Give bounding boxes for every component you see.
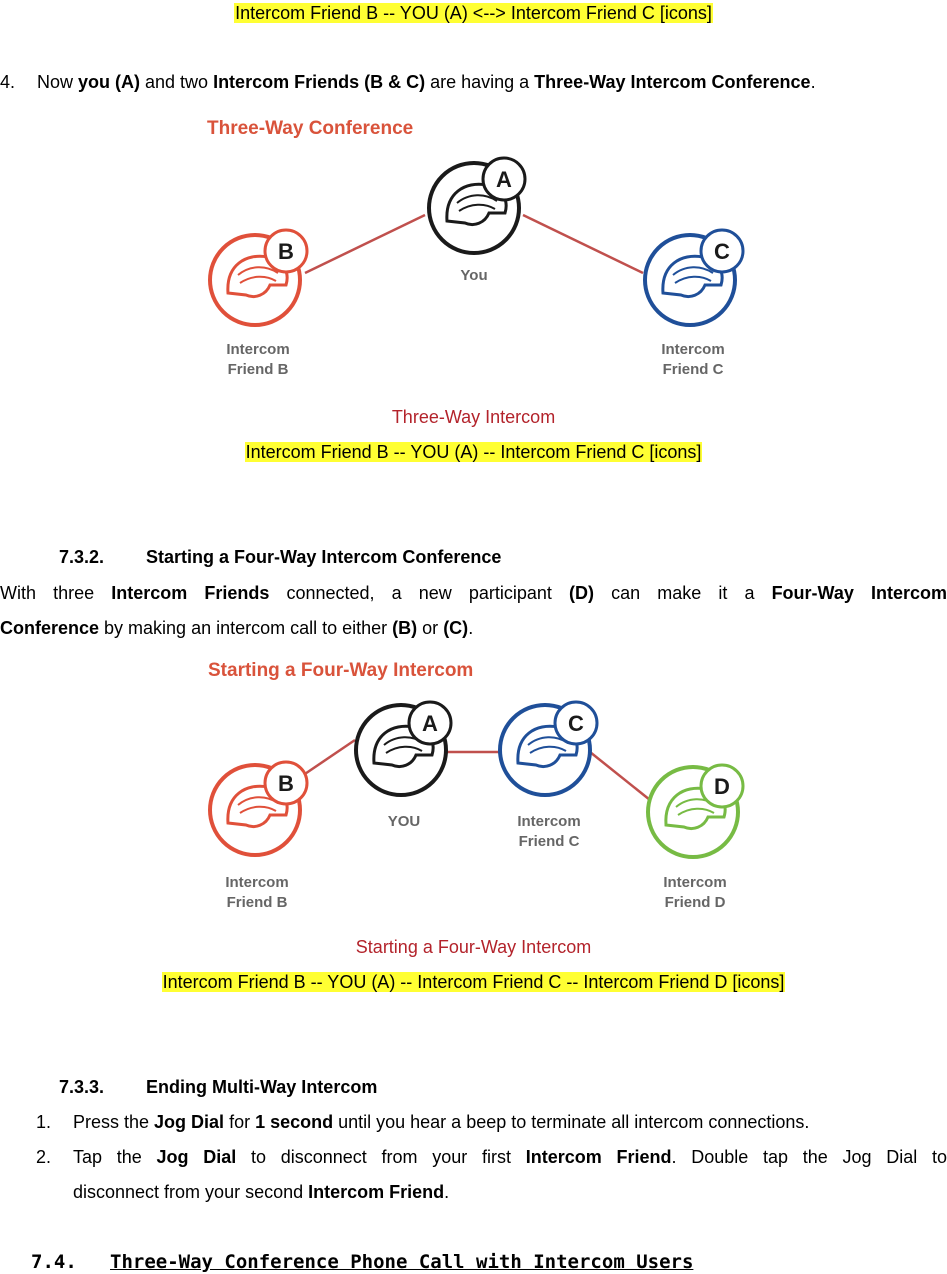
helmet-icon-friend-c: C — [643, 228, 745, 327]
section-7-3-2-paragraph-line-1: With three Intercom Friends connected, a… — [0, 583, 947, 603]
three-way-conference-diagram: Three-Way Conference B Intercom Friend B… — [207, 118, 745, 378]
section-7-3-3-title: Ending Multi-Way Intercom — [146, 1077, 378, 1097]
diagram-title: Starting a Four-Way Intercom — [208, 660, 473, 681]
list-item-1: Press the Jog Dial for 1 second until yo… — [73, 1112, 810, 1132]
top-caption-highlight: Intercom Friend B -- YOU (A) <--> Interc… — [234, 3, 713, 23]
section-7-3-2-title: Starting a Four-Way Intercom Conference — [146, 547, 502, 567]
figure-2-caption: Starting a Four-Way Intercom — [355, 937, 592, 957]
list-item-2-line-2: disconnect from your second Intercom Fri… — [73, 1182, 450, 1202]
svg-text:C: C — [714, 239, 730, 264]
section-7-3-2-paragraph-line-2: Conference by making an intercom call to… — [0, 618, 474, 638]
connection-a-c — [522, 213, 644, 275]
svg-text:A: A — [422, 711, 438, 736]
list-item-2-line-1: Tap the Jog Dial to disconnect from your… — [73, 1147, 947, 1167]
connection-b-a — [304, 213, 426, 275]
svg-text:Friend C: Friend C — [663, 361, 724, 378]
svg-text:Intercom: Intercom — [661, 341, 724, 358]
connection-c-d — [589, 751, 651, 801]
svg-text:Intercom: Intercom — [663, 874, 726, 891]
svg-text:Intercom: Intercom — [226, 341, 289, 358]
section-7-3-3-number: 7.3.3. — [59, 1077, 105, 1097]
section-7-3-2-number: 7.3.2. — [59, 547, 105, 567]
figure-1-highlight-caption: Intercom Friend B -- YOU (A) -- Intercom… — [244, 442, 703, 462]
section-7-4-title[interactable]: Three-Way Conference Phone Call with Int… — [110, 1251, 694, 1273]
list-item-1-number: 1. — [36, 1112, 52, 1132]
helmet-icon-friend-c: C — [498, 700, 599, 797]
top-caption: Intercom Friend B -- YOU (A) <--> Interc… — [0, 3, 947, 24]
svg-text:You: You — [460, 267, 487, 284]
figure-2-highlight-caption: Intercom Friend B -- YOU (A) -- Intercom… — [161, 972, 786, 992]
step-4-number: 4. — [0, 72, 16, 92]
svg-text:Friend D: Friend D — [665, 894, 726, 911]
svg-text:YOU: YOU — [388, 813, 421, 830]
section-7-4-number: 7.4. — [31, 1251, 77, 1273]
svg-text:B: B — [278, 771, 294, 796]
helmet-icon-you: A — [427, 156, 527, 255]
svg-text:Friend B: Friend B — [227, 894, 288, 911]
svg-text:Intercom: Intercom — [225, 874, 288, 891]
figure-1-caption: Three-Way Intercom — [391, 407, 556, 427]
helmet-icon-friend-b: B — [208, 760, 309, 857]
svg-text:Friend B: Friend B — [228, 361, 289, 378]
helmet-icon-friend-b: B — [208, 228, 309, 327]
svg-text:Intercom: Intercom — [517, 813, 580, 830]
helmet-icon-you: A — [354, 700, 453, 797]
svg-text:Friend C: Friend C — [519, 833, 580, 850]
list-item-2-number: 2. — [36, 1147, 52, 1167]
diagram-title: Three-Way Conference — [207, 118, 413, 139]
helmet-icon-friend-d: D — [646, 763, 745, 859]
svg-text:B: B — [278, 239, 294, 264]
step-4-text: Now you (A) and two Intercom Friends (B … — [37, 72, 816, 92]
four-way-intercom-diagram: Starting a Four-Way Intercom B Intercom … — [208, 660, 745, 911]
svg-text:C: C — [568, 711, 584, 736]
svg-text:D: D — [714, 774, 730, 799]
svg-text:A: A — [496, 167, 512, 192]
